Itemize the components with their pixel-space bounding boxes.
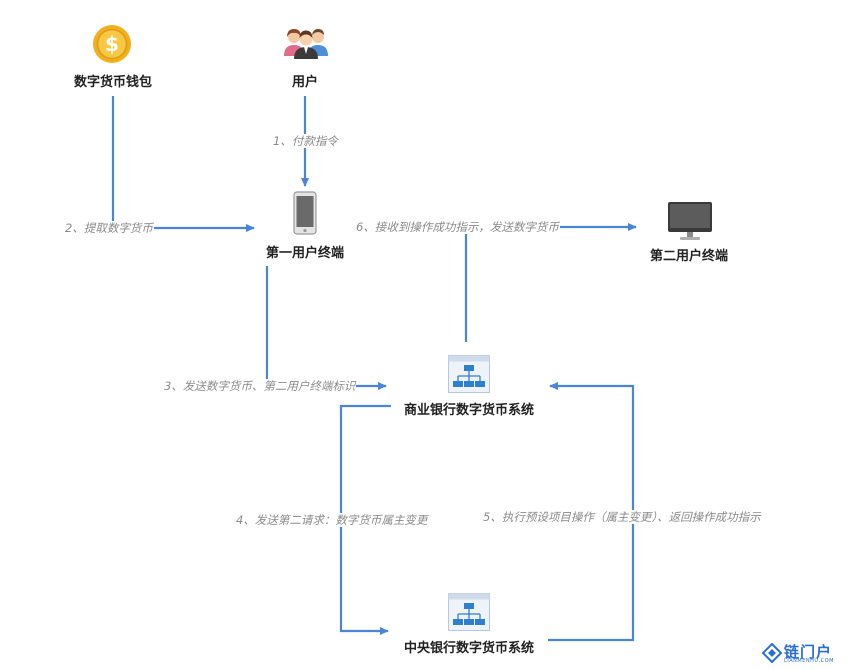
terminal1-label: 第一用户终端 bbox=[265, 246, 345, 261]
brand-logo-icon bbox=[762, 643, 782, 663]
edge-step1-label: 1、付款指令 bbox=[272, 134, 339, 148]
terminal2-label: 第二用户终端 bbox=[649, 249, 729, 264]
watermark-brand: 链门户 bbox=[784, 643, 833, 661]
edge-step3-arrow bbox=[265, 266, 387, 390]
user-label: 用户 bbox=[291, 75, 319, 90]
edge-step6-arrow bbox=[464, 223, 637, 342]
hierarchy-system-icon bbox=[448, 593, 490, 631]
svg-text:$: $ bbox=[105, 32, 119, 56]
desktop-monitor-icon bbox=[668, 202, 712, 240]
watermark: 链门户 LIANMENHU.COM bbox=[762, 641, 838, 665]
edge-step4-label: 4、发送第二请求：数字货币属主变更 bbox=[235, 513, 429, 527]
wallet-label: 数字货币钱包 bbox=[73, 75, 153, 90]
watermark-sub: LIANMENHU.COM bbox=[784, 658, 834, 664]
hierarchy-system-icon bbox=[448, 355, 490, 393]
commercial-bank-label: 商业银行数字货币系统 bbox=[403, 403, 535, 418]
dollar-coin-icon: $ bbox=[93, 25, 131, 63]
edge-step6-label: 6、接收到操作成功指示，发送数字货币 bbox=[355, 220, 560, 234]
users-group-icon bbox=[284, 29, 328, 59]
edge-step2-label: 2、提取数字货币 bbox=[64, 221, 154, 235]
edge-step2-arrow bbox=[111, 96, 255, 232]
edge-step3-label: 3、发送数字货币、第二用户终端标识 bbox=[163, 379, 357, 393]
central-bank-label: 中央银行数字货币系统 bbox=[403, 641, 535, 656]
smartphone-icon bbox=[293, 191, 317, 235]
edge-step5-label: 5、执行预设项目操作（属主变更）、返回操作成功指示 bbox=[482, 510, 762, 524]
